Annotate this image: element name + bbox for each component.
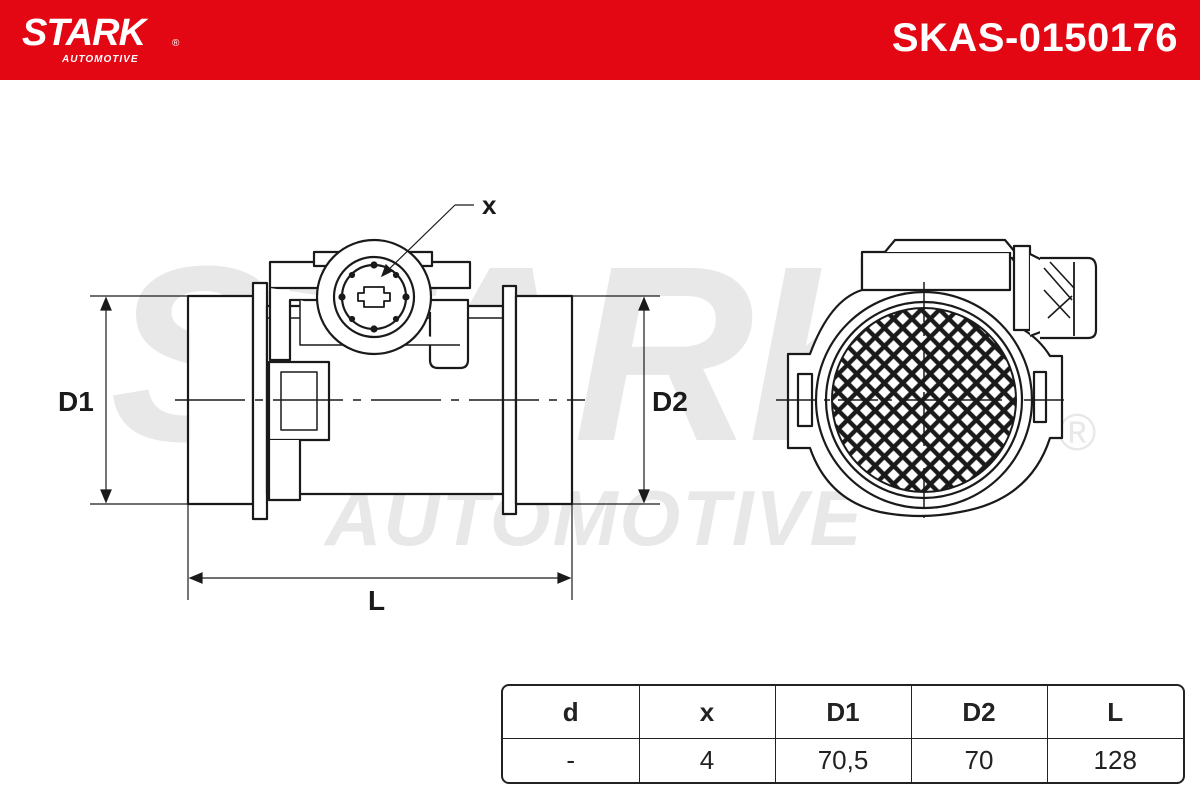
spec-header-row: d x D1 D2 L: [503, 686, 1183, 739]
spec-header-cell: D1: [775, 686, 912, 739]
watermark-reg-mark: ®: [1058, 404, 1096, 462]
dimension-l: [187, 504, 573, 600]
header-bar: STARK AUTOMOTIVE ® SKAS-0150176: [0, 0, 1200, 80]
spec-value-cell: 128: [1093, 745, 1137, 775]
spec-table: d x D1 D2 L - 4 70,5 70 128: [501, 684, 1185, 784]
spec-value-cell: -: [503, 738, 640, 782]
technical-drawing: STARK AUTOMOTIVE ®: [58, 190, 1098, 616]
spec-value-row: - 4 70,5 70 128: [503, 738, 1183, 782]
spec-header-cell: D2: [911, 686, 1048, 739]
logo-brand: STARK: [22, 12, 146, 54]
label-d1: D1: [58, 386, 94, 417]
leader-x: [380, 204, 474, 278]
dimension-d1: [90, 295, 253, 505]
stark-logo[interactable]: STARK AUTOMOTIVE ®: [22, 12, 179, 65]
spec-header-cell: d: [503, 686, 640, 739]
dimension-d2: [516, 295, 660, 505]
spec-value-cell: 70,5: [775, 738, 912, 782]
spec-value-cell: 4: [639, 738, 776, 782]
spec-value-cell: 70: [911, 738, 1048, 782]
spec-header-cell: x: [639, 686, 776, 739]
spec-header-cell: L: [1047, 686, 1183, 739]
label-x: x: [482, 190, 497, 220]
side-view: [186, 238, 574, 521]
centerline-front: [776, 282, 1072, 518]
logo-registered-mark: ®: [172, 38, 180, 49]
label-d2: D2: [652, 386, 688, 417]
part-number: SKAS-0150176: [891, 16, 1178, 60]
label-l: L: [368, 585, 385, 616]
logo-subtitle: AUTOMOTIVE: [62, 54, 139, 65]
